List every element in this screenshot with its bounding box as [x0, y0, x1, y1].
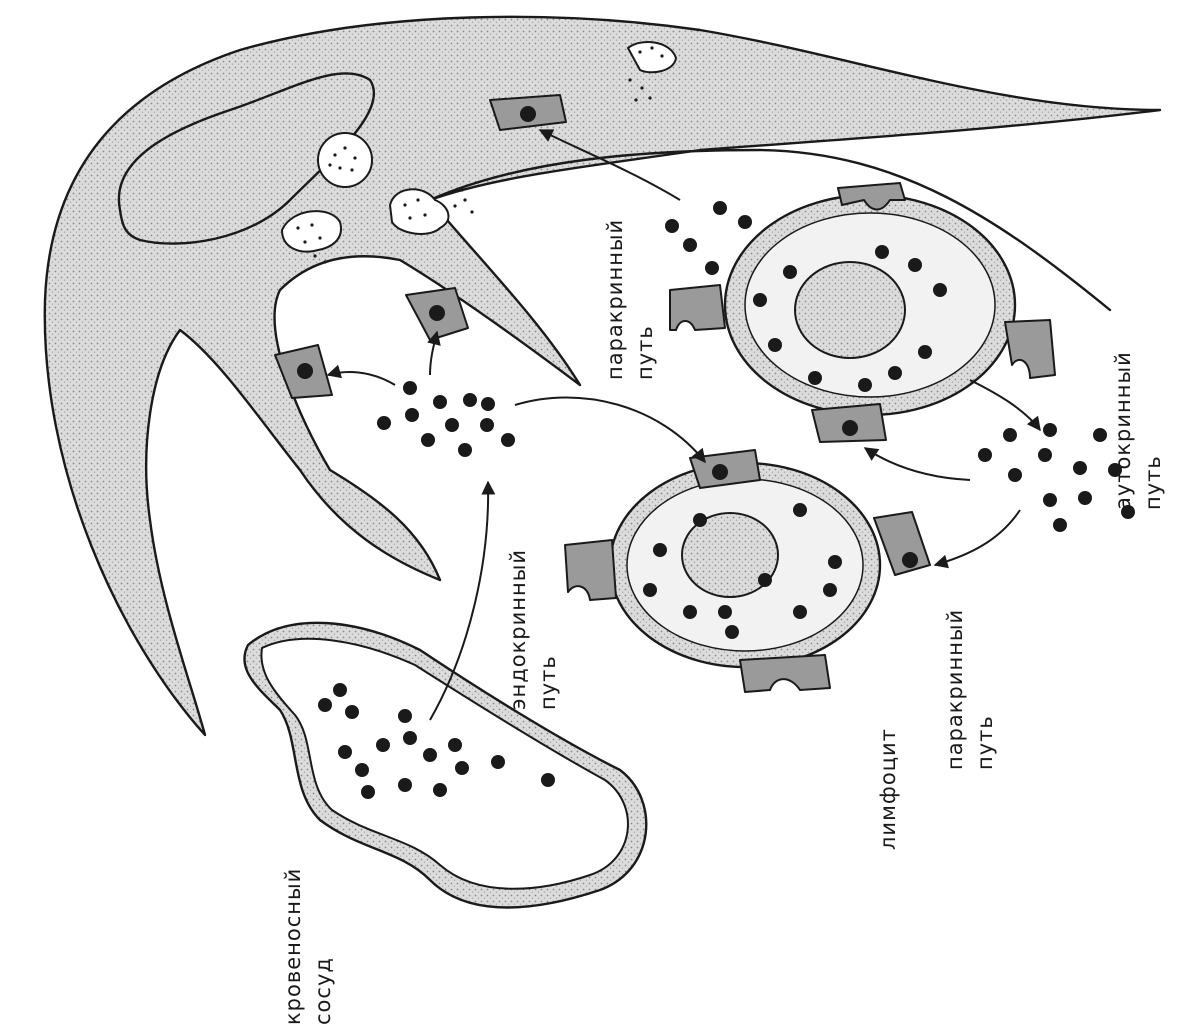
svg-text:паракринный: паракринный	[943, 609, 967, 770]
svg-text:аутокринный: аутокринный	[1111, 351, 1135, 510]
nucleus	[795, 262, 905, 358]
autocrine-arrow-back	[865, 448, 970, 480]
label-paracrine-bottom: паракринный путь	[943, 609, 997, 770]
svg-text:лимфоцит: лимфоцит	[876, 728, 900, 850]
target-cell-upper	[670, 183, 1055, 442]
endocrine-to-lymphocyte-arrow	[515, 397, 705, 462]
label-blood-vessel: кровеносный сосуд	[281, 868, 335, 1025]
label-endocrine: эндокринный путь	[506, 549, 560, 710]
svg-text:путь: путь	[633, 325, 657, 380]
paracrine-arrow-bottom	[935, 510, 1020, 565]
svg-text:паракринный: паракринный	[603, 219, 627, 380]
svg-text:путь: путь	[1141, 455, 1165, 510]
lymphocyte-cell	[565, 450, 930, 692]
svg-text:эндокринный: эндокринный	[506, 549, 530, 710]
vesicle	[318, 133, 372, 187]
svg-text:путь: путь	[973, 715, 997, 770]
blood-vessel	[244, 623, 646, 908]
label-autocrine: аутокринный путь	[1111, 351, 1165, 510]
label-paracrine-top: паракринный путь	[603, 219, 657, 380]
autocrine-arrow-out	[970, 380, 1040, 430]
signal-molecules-tissue	[377, 381, 515, 457]
svg-text:сосуд: сосуд	[311, 957, 335, 1025]
svg-text:путь: путь	[536, 655, 560, 710]
label-lymphocyte: лимфоцит	[876, 728, 900, 850]
svg-text:кровеносный: кровеносный	[281, 868, 305, 1025]
